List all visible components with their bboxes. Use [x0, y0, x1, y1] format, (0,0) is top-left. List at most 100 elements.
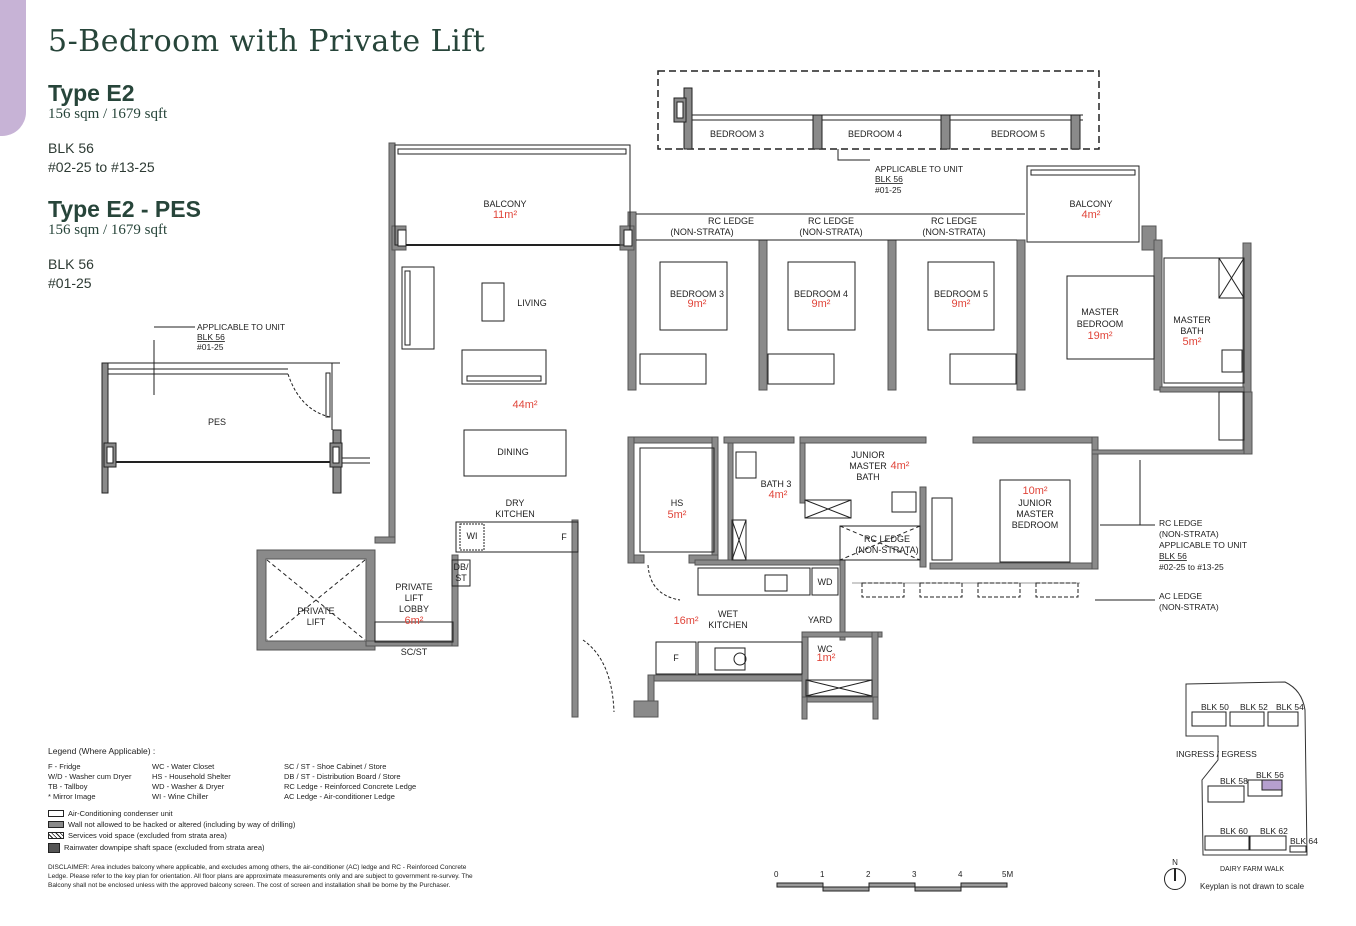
downpipe-shaft-icon: [48, 843, 60, 853]
svg-text:(NON-STRATA): (NON-STRATA): [670, 227, 733, 237]
svg-text:10m²: 10m²: [1022, 485, 1047, 497]
pes-inset-top: [657, 70, 1100, 161]
svg-text:PES: PES: [208, 417, 226, 427]
svg-text:BATH 3: BATH 3: [761, 479, 792, 489]
keyplan: [1185, 681, 1308, 856]
svg-text:F: F: [561, 532, 567, 542]
legend-symbol-label: Air-Conditioning condenser unit: [68, 808, 173, 818]
service-rooms: [266, 447, 1080, 713]
svg-text:#01-25: #01-25: [197, 342, 224, 352]
svg-text:WC: WC: [818, 644, 833, 654]
structural-wall-icon: [48, 821, 64, 828]
balcony-living: [394, 144, 633, 247]
svg-text:F: F: [673, 653, 679, 663]
svg-text:(NON-STRATA): (NON-STRATA): [799, 227, 862, 237]
svg-text:4m²: 4m²: [769, 489, 788, 501]
svg-text:BALCONY: BALCONY: [483, 199, 526, 209]
svg-text:HS: HS: [671, 498, 684, 508]
unit-type-e2-pes: Type E2 - PES 156 sqm / 1679 sqft: [48, 196, 201, 239]
svg-text:BEDROOM 3: BEDROOM 3: [670, 289, 724, 299]
legend-item: * Mirror Image: [48, 792, 96, 801]
master-suite: [1026, 165, 1245, 441]
svg-text:11m²: 11m²: [493, 209, 518, 221]
room-labels: BEDROOM 3 BEDROOM 4 BEDROOM 5 APPLICABLE…: [197, 129, 1318, 846]
svg-text:(NON-STRATA): (NON-STRATA): [922, 227, 985, 237]
block-name: BLK 56: [48, 140, 94, 156]
svg-text:BEDROOM: BEDROOM: [1077, 319, 1124, 329]
road-label: DAIRY FARM WALK: [1220, 866, 1285, 873]
svg-text:YARD: YARD: [808, 615, 833, 625]
svg-text:6m²: 6m²: [405, 615, 424, 627]
svg-text:KITCHEN: KITCHEN: [708, 620, 748, 630]
bedrooms-345: [636, 213, 1025, 385]
svg-text:APPLICABLE TO UNIT: APPLICABLE TO UNIT: [875, 164, 963, 174]
ac-condenser-icon: [48, 810, 64, 817]
legend-symbols: Air-Conditioning condenser unit Wall not…: [48, 808, 488, 855]
svg-text:16m²: 16m²: [673, 615, 698, 627]
svg-text:BLK 56: BLK 56: [1256, 770, 1284, 780]
svg-text:RC LEDGE: RC LEDGE: [708, 216, 754, 226]
north-arrow: N: [1164, 858, 1186, 890]
svg-text:RC LEDGE: RC LEDGE: [1159, 518, 1203, 528]
legend: Legend (Where Applicable) : F - Fridge W…: [48, 746, 488, 890]
svg-text:PRIVATE: PRIVATE: [395, 582, 432, 592]
unit-type-area: 156 sqm / 1679 sqft: [48, 106, 168, 122]
svg-text:JUNIOR: JUNIOR: [851, 450, 885, 460]
svg-text:MASTER: MASTER: [1081, 307, 1119, 317]
legend-item: HS - Household Shelter: [152, 772, 231, 781]
svg-text:WET: WET: [718, 609, 738, 619]
svg-text:9m²: 9m²: [812, 298, 831, 310]
svg-text:BEDROOM: BEDROOM: [1012, 520, 1059, 530]
svg-text:BEDROOM 4: BEDROOM 4: [794, 289, 848, 299]
svg-text:RC LEDGE: RC LEDGE: [864, 534, 910, 544]
legend-title: Legend (Where Applicable) :: [48, 746, 156, 756]
legend-item: WD - Washer & Dryer: [152, 782, 225, 791]
legend-abbreviations: F - Fridge WC - Water Closet SC / ST - S…: [48, 762, 488, 802]
svg-text:BLK 50: BLK 50: [1201, 702, 1229, 712]
svg-text:SC/ST: SC/ST: [401, 647, 428, 657]
legend-item: SC / ST - Shoe Cabinet / Store: [284, 762, 387, 771]
svg-text:(NON-STRATA): (NON-STRATA): [1159, 602, 1219, 612]
main-walls: [256, 142, 1253, 720]
callout-lines: [1095, 460, 1155, 601]
block-name: BLK 56: [48, 256, 94, 272]
svg-text:BALCONY: BALCONY: [1069, 199, 1112, 209]
legend-symbol-wall: Wall not allowed to be hacked or altered…: [48, 819, 488, 830]
svg-text:9m²: 9m²: [952, 298, 971, 310]
svg-text:DB/: DB/: [453, 562, 469, 572]
svg-text:LIFT: LIFT: [405, 593, 424, 603]
legend-item: WI - Wine Chiller: [152, 792, 209, 801]
page-accent-tab: [0, 0, 26, 136]
scale-tick: 1: [820, 870, 825, 879]
svg-text:APPLICABLE TO UNIT: APPLICABLE TO UNIT: [1159, 540, 1247, 550]
svg-text:4m²: 4m²: [1082, 209, 1101, 221]
svg-text:PRIVATE: PRIVATE: [297, 606, 334, 616]
dining-table: [463, 429, 567, 477]
svg-text:BLK 52: BLK 52: [1240, 702, 1268, 712]
unit-type-e2-pes-block: BLK 56 #01-25: [48, 255, 94, 293]
scale-tick: 5M: [1002, 870, 1014, 879]
legend-item: WC - Water Closet: [152, 762, 215, 771]
svg-text:RC LEDGE: RC LEDGE: [808, 216, 854, 226]
keyplan-note: Keyplan is not drawn to scale: [1200, 882, 1305, 891]
svg-text:BEDROOM 5: BEDROOM 5: [934, 289, 988, 299]
svg-text:LOBBY: LOBBY: [399, 604, 429, 614]
svg-text:BEDROOM 4: BEDROOM 4: [848, 129, 902, 139]
svg-text:9m²: 9m²: [688, 298, 707, 310]
svg-text:BATH: BATH: [1180, 326, 1203, 336]
scale-tick: 3: [912, 870, 917, 879]
scale-tick: 0: [774, 870, 779, 879]
compass-icon: [1164, 868, 1186, 890]
svg-text:BLK 62: BLK 62: [1260, 826, 1288, 836]
svg-text:BEDROOM 3: BEDROOM 3: [710, 129, 764, 139]
scale-tick: 4: [958, 870, 963, 879]
svg-text:4m²: 4m²: [891, 460, 910, 472]
unit-type-name: Type E2 - PES: [48, 196, 201, 222]
living-furniture: [401, 266, 567, 477]
svg-text:BLK 54: BLK 54: [1276, 702, 1304, 712]
svg-text:DRY: DRY: [506, 498, 525, 508]
scale-bar-graphic: [776, 882, 1008, 892]
unit-range: #01-25: [48, 275, 92, 291]
legend-item: DB / ST - Distribution Board / Store: [284, 772, 401, 781]
